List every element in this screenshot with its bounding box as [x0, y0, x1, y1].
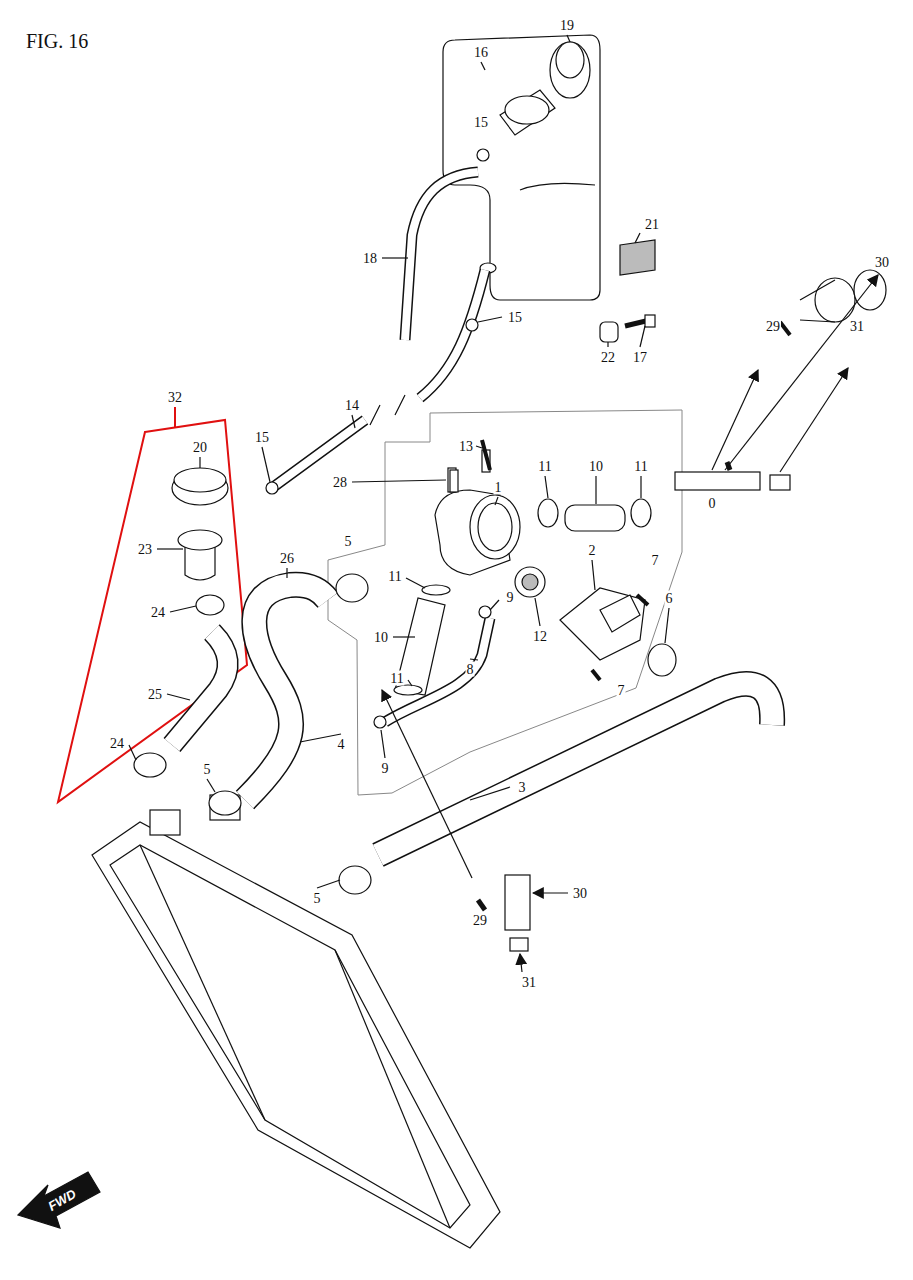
- callout-number: 31: [849, 319, 865, 334]
- callout-number: 16: [473, 45, 489, 60]
- callout-number: 15: [507, 310, 523, 325]
- callout-number: 1: [494, 480, 503, 495]
- callout-number: 18: [362, 251, 378, 266]
- callout-number: 11: [387, 569, 402, 584]
- callout-number: 29: [472, 913, 488, 928]
- callout-number: 9: [381, 761, 390, 776]
- callout-number: 25: [147, 687, 163, 702]
- callout-number: 30: [572, 886, 588, 901]
- callout-number: 4: [337, 737, 346, 752]
- callout-number: 13: [458, 439, 474, 454]
- callout-number: 29: [765, 319, 781, 334]
- callout-number: 7: [617, 683, 626, 698]
- callout-number: 15: [254, 430, 270, 445]
- callout-number: 31: [521, 975, 537, 990]
- callout-number: 24: [109, 736, 125, 751]
- callout-number: 0: [708, 496, 717, 511]
- callout-number: 5: [344, 534, 353, 549]
- callout-number: 15: [473, 115, 489, 130]
- callout-number: 2: [588, 543, 597, 558]
- callout-number: 24: [150, 605, 166, 620]
- callout-number: 10: [588, 459, 604, 474]
- callout-number: 5: [313, 891, 322, 906]
- callout-number: 3: [518, 780, 527, 795]
- figure-title: FIG. 16: [26, 30, 88, 53]
- callout-number: 6: [665, 591, 674, 606]
- callout-number: 26: [279, 551, 295, 566]
- callout-number: 28: [332, 475, 348, 490]
- callout-number: 20: [192, 440, 208, 455]
- callout-number: 19: [559, 18, 575, 33]
- callout-number: 7: [651, 553, 660, 568]
- callout-number: 8: [466, 662, 475, 677]
- callout-number: 11: [633, 459, 648, 474]
- callout-number: 5: [203, 762, 212, 777]
- callout-number: 11: [537, 459, 552, 474]
- callout-number: 32: [167, 390, 183, 405]
- callout-number: 23: [137, 542, 153, 557]
- callout-number: 9: [506, 590, 515, 605]
- callout-number: 22: [600, 350, 616, 365]
- callout-number: 12: [532, 629, 548, 644]
- callout-number: 14: [344, 398, 360, 413]
- callout-number: 30: [874, 255, 890, 270]
- callout-number: 21: [644, 217, 660, 232]
- callout-number: 11: [389, 671, 404, 686]
- callout-number: 17: [632, 350, 648, 365]
- callout-number: 10: [373, 630, 389, 645]
